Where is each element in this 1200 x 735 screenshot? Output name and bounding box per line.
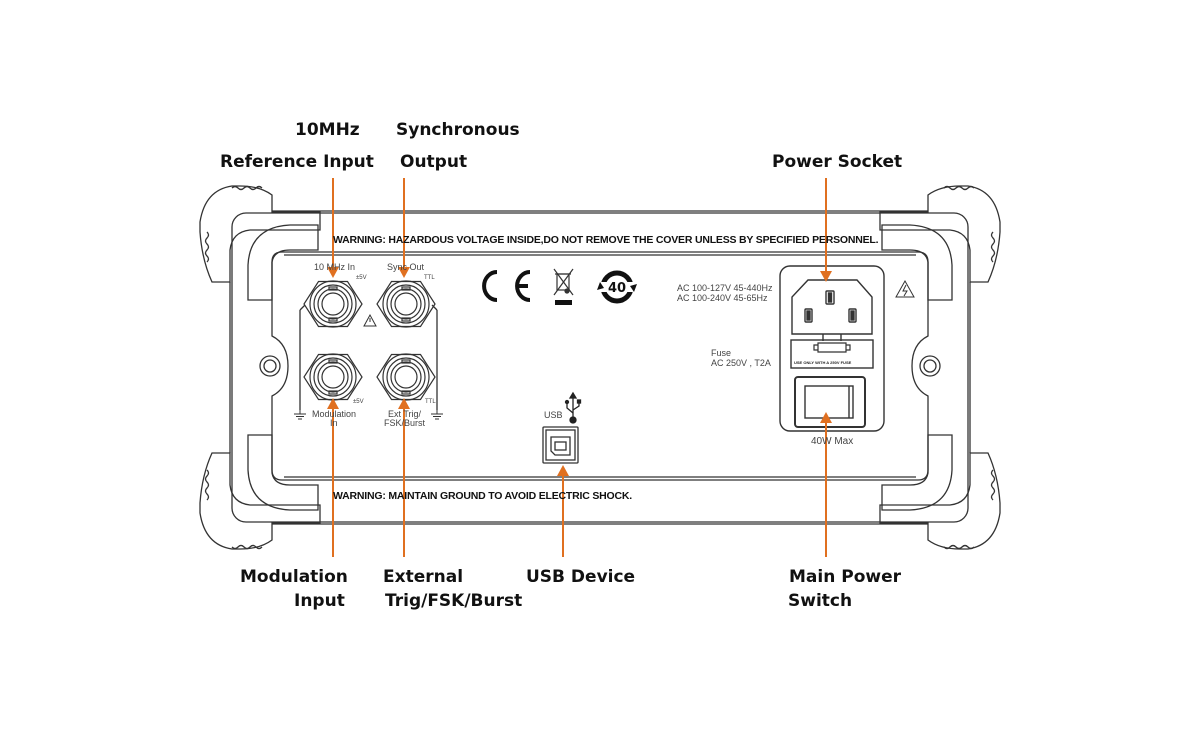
fuse-icon xyxy=(813,342,851,353)
bnc-sync-out[interactable] xyxy=(376,280,436,328)
ground-icon xyxy=(294,410,443,420)
arrow-modulation-input xyxy=(327,398,339,557)
arrow-power-socket xyxy=(820,178,832,282)
arrow-sync-output xyxy=(398,178,410,278)
callout-main-power-line2: Switch xyxy=(788,591,853,611)
callout-ref-input-line2: Reference Input xyxy=(220,152,374,172)
callout-ext-trig-line1: External xyxy=(383,567,464,587)
fuse-label: Fuse xyxy=(711,348,732,358)
callout-main-power-line1: Main Power xyxy=(789,567,901,587)
port-level-sync: TTL xyxy=(424,275,435,281)
bumper-bottom-right xyxy=(879,452,1001,550)
fuse-rating: AC 250V , T2A xyxy=(711,358,771,368)
power-rating: 40W Max xyxy=(811,436,854,447)
port-label-sync: Sync Out xyxy=(387,262,425,272)
rohs-40-icon: 40 xyxy=(597,270,637,304)
port-label-mod-line1: Modulation xyxy=(312,409,357,419)
callout-power-socket: Power Socket xyxy=(772,152,903,172)
callout-usb-device: USB Device xyxy=(526,567,636,587)
callout-sync-output-line1: Synchronous xyxy=(396,120,520,140)
bumper-bottom-left xyxy=(199,452,321,550)
svg-text:40: 40 xyxy=(608,281,626,296)
callout-modulation-input-line2: Input xyxy=(294,591,345,611)
arrow-ext-trig xyxy=(398,398,410,557)
callout-sync-output-line2: Output xyxy=(400,152,468,172)
port-level-mod: ±5V xyxy=(353,399,364,405)
ac-rating-line2: AC 100-240V 45-65Hz xyxy=(677,293,768,303)
chassis-outer xyxy=(231,212,969,523)
weee-bin-icon xyxy=(553,268,574,305)
usb-port xyxy=(542,426,579,464)
warning-top: WARNING: HAZARDOUS VOLTAGE INSIDE,DO NOT… xyxy=(333,234,879,246)
bumper-top-right xyxy=(879,185,1001,283)
port-label-ext-line2: FSK/Burst xyxy=(384,418,426,428)
bumper-top-left xyxy=(199,185,321,283)
high-voltage-warning-icon xyxy=(895,279,915,298)
bnc-10mhz-in[interactable] xyxy=(303,280,363,328)
arrow-usb-device xyxy=(557,465,569,557)
callout-arrows xyxy=(327,178,832,557)
arrow-main-power-switch xyxy=(820,412,832,557)
caution-triangle-icon xyxy=(363,313,377,327)
ac-rating-line1: AC 100-127V 45-440Hz xyxy=(677,283,773,293)
bnc-modulation-in[interactable] xyxy=(303,353,363,401)
screw-right xyxy=(919,355,941,377)
main-power-switch xyxy=(794,376,866,428)
power-entry-module xyxy=(779,265,885,432)
port-label-mod-line2: In xyxy=(330,418,338,428)
port-level-ext: TTL xyxy=(425,399,436,405)
port-level-10mhz: ±5V xyxy=(356,275,367,281)
inner-panel xyxy=(271,251,929,481)
screw-left xyxy=(259,355,281,377)
callout-ref-input-line1: 10MHz xyxy=(295,120,360,140)
bnc-ext-trig[interactable] xyxy=(376,353,436,401)
fuse-note: USE ONLY WITH A 250V FUSE xyxy=(794,360,852,365)
port-label-ext-line1: Ext Trig/ xyxy=(388,409,422,419)
callout-ext-trig-line2: Trig/FSK/Burst xyxy=(385,591,523,611)
arrow-ref-input xyxy=(327,178,339,278)
usb-symbol-icon xyxy=(564,391,582,424)
port-label-10mhz: 10 MHz In xyxy=(314,262,356,272)
ce-mark-icon xyxy=(482,270,531,302)
iec-socket xyxy=(791,279,873,335)
warning-bottom: WARNING: MAINTAIN GROUND TO AVOID ELECTR… xyxy=(333,490,632,502)
callout-modulation-input-line1: Modulation xyxy=(240,567,348,587)
usb-label: USB xyxy=(544,410,563,420)
